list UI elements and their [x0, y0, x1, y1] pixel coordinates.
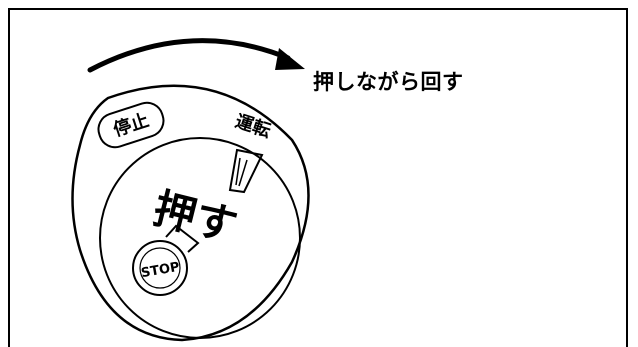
stop-button-label: STOP	[140, 260, 181, 282]
pointer-icon	[228, 148, 264, 194]
stop-button[interactable]: STOP	[132, 224, 200, 296]
dial-outer-ring	[71, 84, 310, 342]
stop-position-label: 停止	[110, 109, 151, 141]
clockwise-arrow-icon	[87, 38, 305, 73]
figure-frame	[8, 8, 628, 347]
run-position-label: 運転	[232, 110, 273, 142]
instruction-text: 押しながら回す	[313, 70, 464, 94]
dial-face	[99, 137, 301, 339]
stop-position-badge: 停止	[97, 101, 165, 149]
